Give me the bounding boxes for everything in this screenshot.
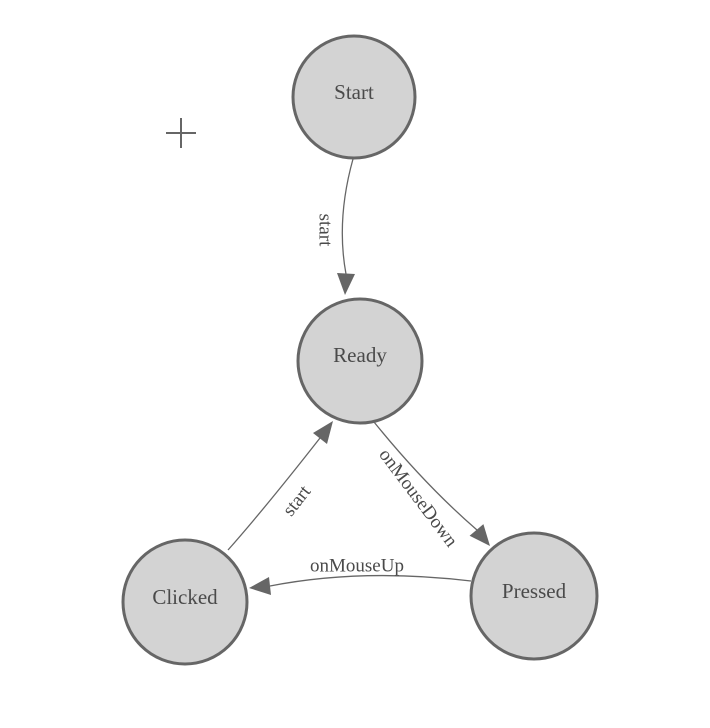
edge-label-onmousedown: onMouseDown (374, 445, 462, 552)
edge-label-onmouseup: onMouseUp (310, 556, 404, 577)
state-node-pressed-label: Pressed (502, 579, 567, 603)
crosshair-icon (166, 118, 196, 148)
arrowhead-into-ready-bottom (313, 421, 333, 444)
edge-clicked-to-ready-path[interactable] (227, 437, 321, 551)
state-node-clicked-circle[interactable] (121, 538, 249, 666)
edge-start-to-ready[interactable]: start (315, 158, 356, 295)
state-node-start-circle[interactable] (291, 34, 417, 160)
arrowhead-into-pressed (469, 524, 490, 546)
state-node-start-label: Start (334, 80, 374, 104)
edge-label-start-2: start (279, 481, 316, 520)
edge-start-to-ready-path[interactable] (341, 158, 354, 275)
state-node-start[interactable]: Start (291, 34, 417, 160)
edge-pressed-to-clicked[interactable]: onMouseUp (249, 556, 472, 596)
edge-label-start-1: start (315, 214, 336, 247)
state-node-ready[interactable]: Ready (296, 297, 424, 425)
edge-clicked-to-ready[interactable]: start (227, 421, 333, 551)
state-node-clicked[interactable]: Clicked (121, 538, 249, 666)
edge-ready-to-pressed-path[interactable] (373, 421, 478, 531)
edge-ready-to-pressed[interactable]: onMouseDown (373, 421, 490, 552)
edge-pressed-to-clicked-path[interactable] (269, 574, 472, 587)
state-node-clicked-label: Clicked (152, 585, 218, 609)
arrowhead-into-clicked (249, 577, 271, 595)
state-node-pressed[interactable]: Pressed (469, 531, 599, 661)
state-node-pressed-circle[interactable] (469, 531, 599, 661)
state-node-ready-label: Ready (333, 343, 387, 367)
arrowhead-into-ready-top (337, 273, 355, 295)
state-node-ready-circle[interactable] (296, 297, 424, 425)
